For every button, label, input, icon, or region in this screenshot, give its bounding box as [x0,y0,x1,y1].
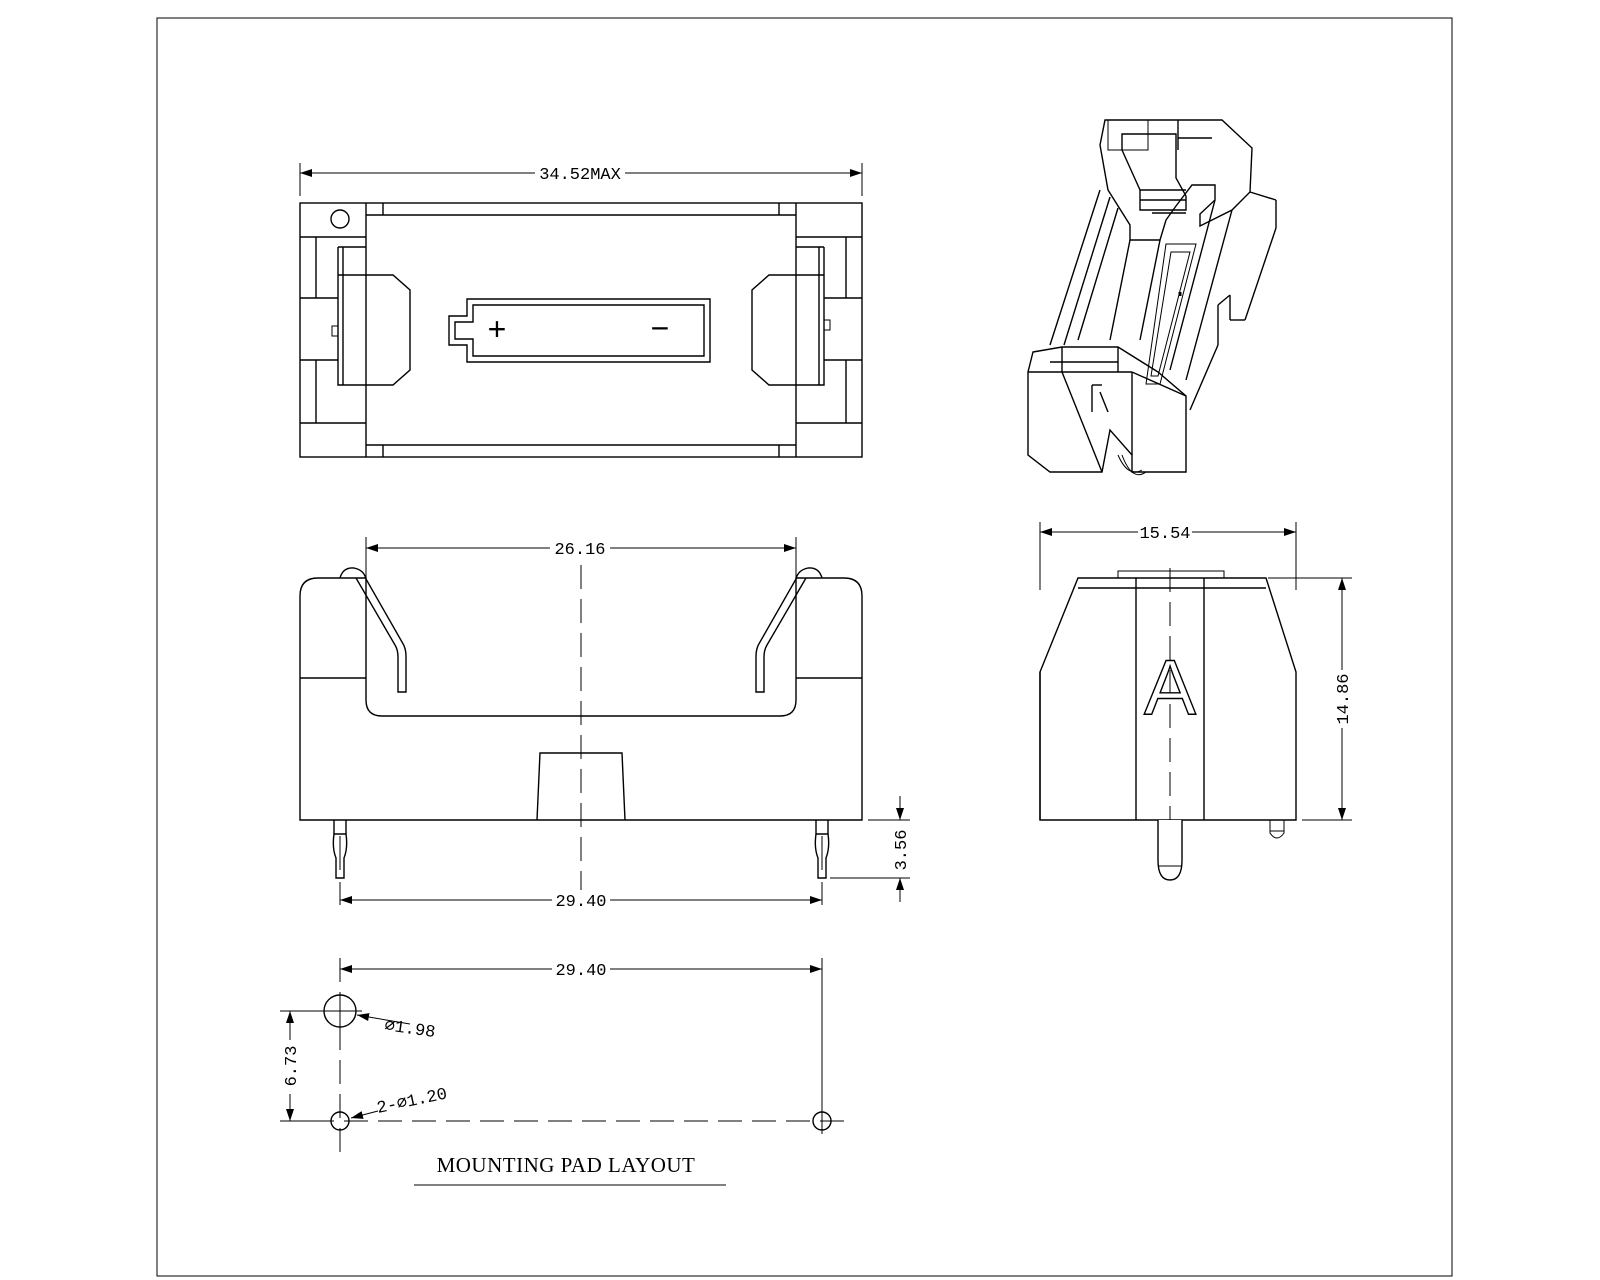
variant-letter-label: A [1144,643,1196,731]
dim-pad-pitch: 29.40 [555,962,606,981]
front-body-outline [299,577,863,821]
dim-hole-large: ⌀1.98 [383,1017,436,1043]
pin1-marker-icon [330,209,350,229]
dim-overall-length: 34.52MAX [539,166,621,185]
top-view: 34.52MAX [299,163,863,458]
side-view: 15.54 A 14.86 [1039,522,1354,881]
dim-pin-pitch: 29.40 [555,893,606,912]
top-body-outline [299,202,863,458]
battery-polarity-icon [448,298,711,363]
dim-hole-small: 2-⌀1.20 [375,1085,449,1118]
dim-pad-row-offset: 6.73 [283,1046,302,1087]
dim-body-width: 15.54 [1139,525,1190,544]
polarity-plus-label: + [488,311,507,347]
dim-contact-span: 26.16 [554,541,605,560]
mounting-pad-layout: 29.40 ⌀1.98 2-⌀1.20 6.73 MOUNTING PAD LA… [280,958,852,1186]
dim-pin-length: 3.56 [893,830,912,871]
left-pin [332,820,348,879]
polarity-minus-label: − [651,310,670,346]
front-view: 26.16 3.56 [299,537,912,912]
mounting-pad-layout-label: MOUNTING PAD LAYOUT [437,1153,696,1177]
right-pin [814,820,830,879]
drawing-frame [156,17,1453,1277]
dim-body-height: 14.86 [1335,673,1354,724]
isometric-view [1027,119,1277,476]
